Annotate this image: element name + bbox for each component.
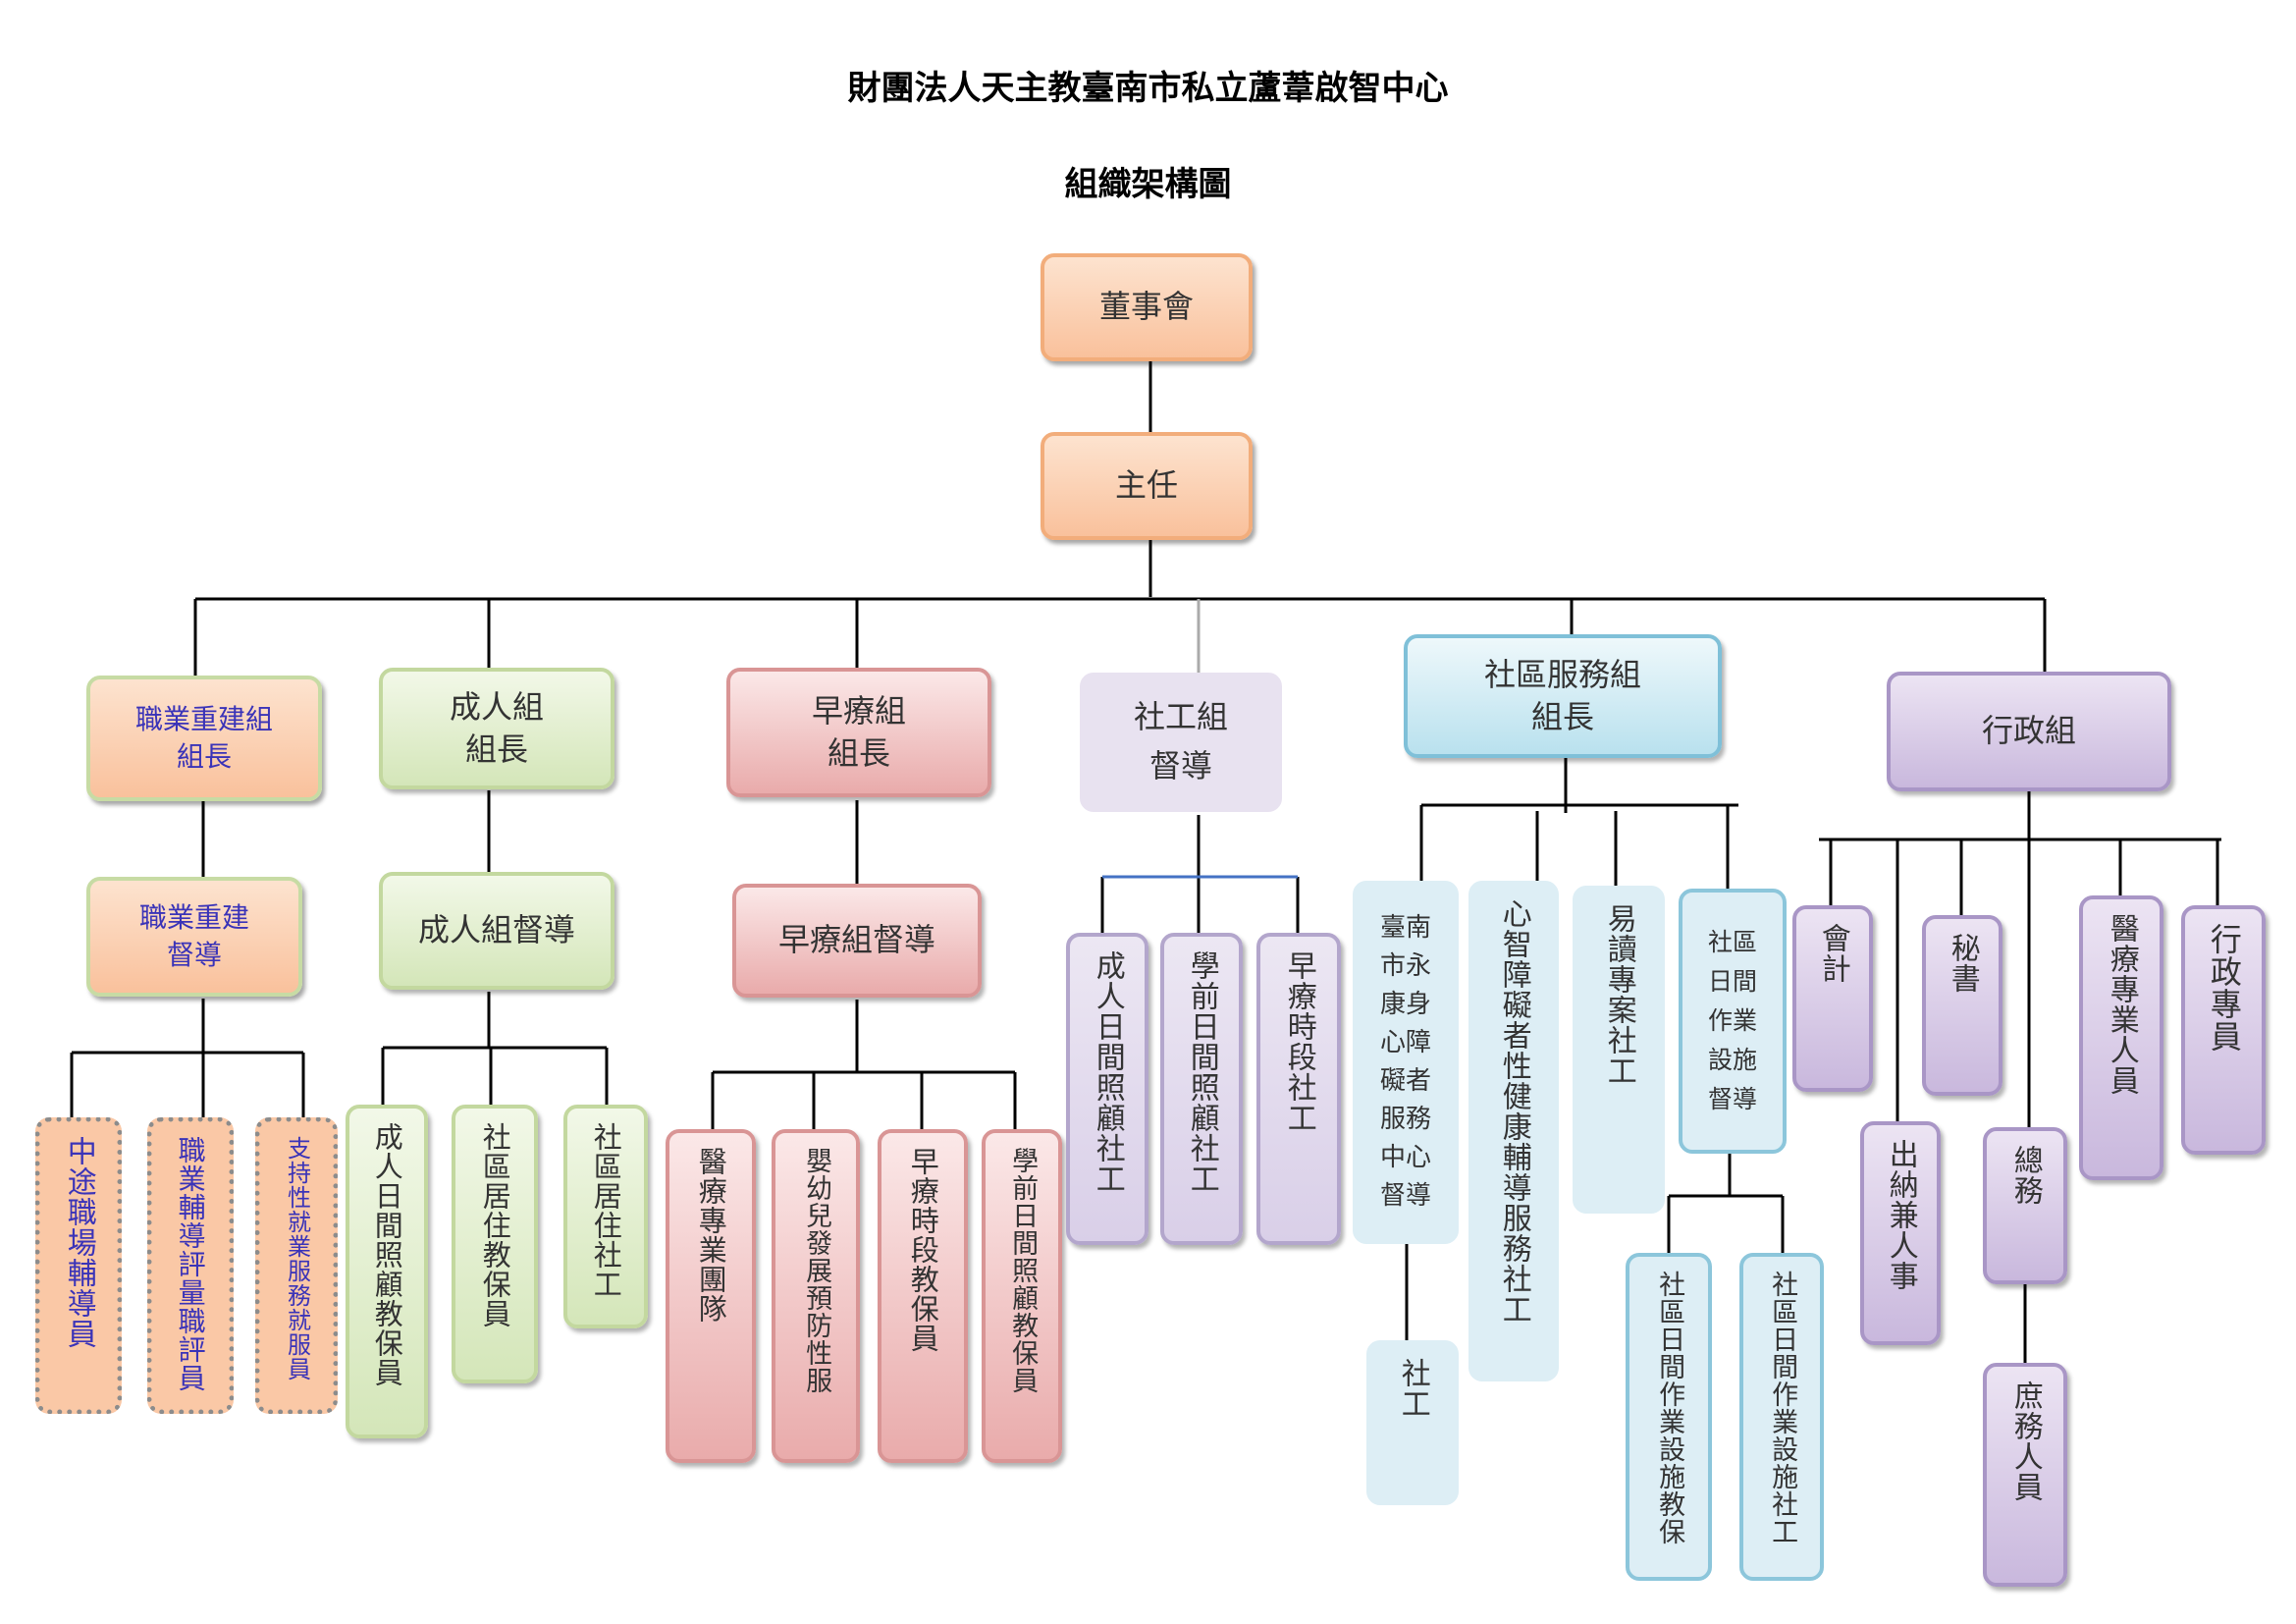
vocational-leader-node: 職業重建組 組長: [86, 676, 322, 801]
community-day-supervisor-node: 社區 日間 作業 設施 督導: [1679, 889, 1787, 1154]
vocational-staff-node: 職業輔導評量職評員: [147, 1117, 234, 1414]
early-supervisor-node: 早療組督導: [732, 884, 982, 998]
director-node: 主任: [1041, 432, 1253, 540]
community-day-staff-node: 社區日間作業設施教保: [1626, 1253, 1712, 1581]
adult-staff-node: 成人日間照顧教保員: [346, 1105, 428, 1438]
social-staff-node: 成人日間照顧社工: [1066, 933, 1148, 1245]
community-leader-node: 社區服務組 組長: [1404, 634, 1722, 758]
admin-medical-node: 醫療專業人員: [2079, 895, 2163, 1180]
admin-general-node: 總務: [1983, 1127, 2067, 1284]
admin-cashier-node: 出納兼人事: [1860, 1121, 1941, 1345]
community-easyread-node: 易讀專案社工: [1573, 886, 1665, 1214]
early-staff-node: 學前日間照顧教保員: [982, 1129, 1062, 1463]
adult-supervisor-node: 成人組督導: [379, 872, 614, 990]
admin-general-staff-node: 庶務人員: [1983, 1363, 2067, 1587]
social-supervisor-node: 社工組 督導: [1080, 673, 1282, 812]
community-center-social-node: 社工: [1366, 1340, 1459, 1505]
adult-staff-node: 社區居住教保員: [452, 1105, 538, 1383]
page-subtitle: 組織架構圖: [1064, 165, 1232, 204]
early-staff-node: 早療時段教保員: [878, 1129, 968, 1463]
community-health-node: 心智障礙者性健康輔導服務社工: [1468, 881, 1559, 1381]
adult-staff-node: 社區居住社工: [563, 1105, 648, 1328]
early-leader-node: 早療組 組長: [726, 668, 991, 797]
admin-secretary-node: 秘書: [1922, 915, 2002, 1096]
early-staff-node: 醫療專業團隊: [666, 1129, 756, 1463]
early-staff-node: 嬰幼兒發展預防性服: [772, 1129, 860, 1463]
board-node: 董事會: [1041, 253, 1253, 361]
social-staff-node: 學前日間照顧社工: [1160, 933, 1243, 1245]
admin-leader-node: 行政組: [1887, 672, 2171, 791]
admin-accounting-node: 會計: [1792, 905, 1873, 1092]
admin-officer-node: 行政專員: [2181, 905, 2266, 1155]
vocational-staff-node: 支持性就業服務就服員: [255, 1117, 338, 1414]
adult-leader-node: 成人組 組長: [379, 668, 614, 789]
community-day-staff-node: 社區日間作業設施社工: [1739, 1253, 1824, 1581]
community-center-node: 臺南 市永 康身 心障 礙者 服務 中心 督導: [1353, 881, 1459, 1244]
page-title: 財團法人天主教臺南市私立蘆葦啟智中心: [847, 69, 1449, 108]
vocational-staff-node: 中途職場輔導員: [35, 1117, 122, 1414]
vocational-supervisor-node: 職業重建 督導: [86, 877, 302, 997]
social-staff-node: 早療時段社工: [1256, 933, 1341, 1245]
